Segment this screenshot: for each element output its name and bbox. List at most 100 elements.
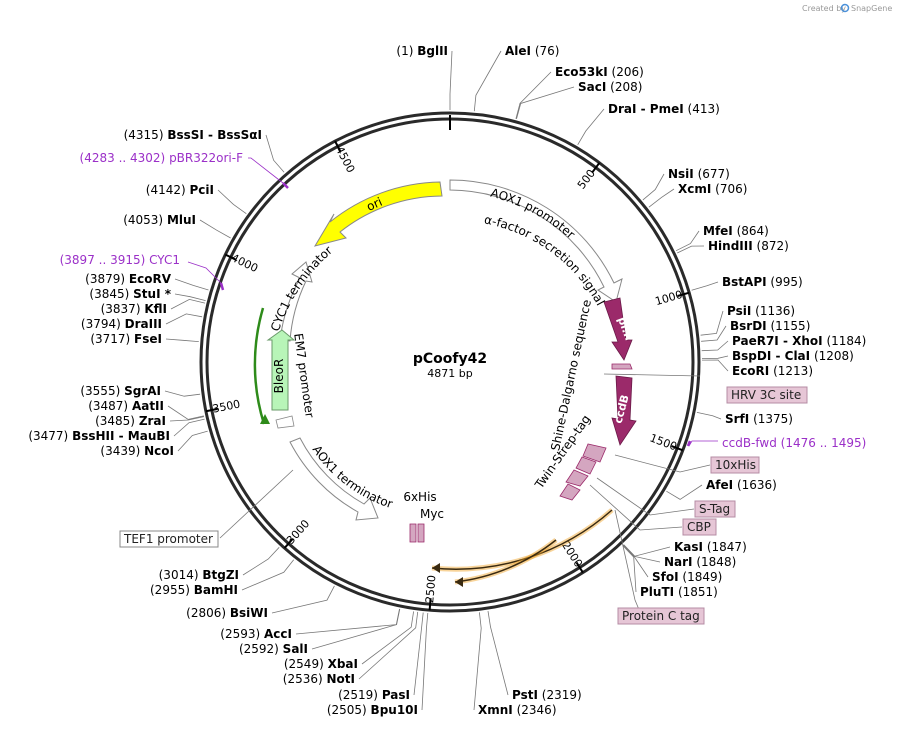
hrv-3c-site-label[interactable]: HRV 3C site (731, 388, 801, 402)
ccdb-arrow[interactable] (611, 375, 637, 446)
restriction-site[interactable]: BstAPI (995) (691, 275, 803, 291)
site-name: StuI * (133, 287, 172, 301)
site-name: BamHI (194, 583, 238, 597)
restriction-site[interactable]: (3487) AatII (88, 399, 204, 420)
restriction-site[interactable]: (1) BglII (396, 44, 453, 110)
site-coord: (1849) (682, 570, 722, 584)
restriction-site[interactable]: HindIII (872) (677, 239, 789, 254)
tick-label: 3000 (284, 517, 312, 547)
site-coord: (2319) (542, 688, 582, 702)
restriction-site[interactable]: SacI (208) (516, 80, 643, 120)
site-name: MfeI (703, 224, 733, 238)
restriction-site[interactable]: KasI (1847) (623, 540, 747, 557)
site-coord: (1155) (770, 319, 810, 333)
tick-label: 1500 (648, 431, 679, 453)
svg-text:(3439) NcoI: (3439) NcoI (100, 444, 174, 458)
svg-text:(3879) EcoRV: (3879) EcoRV (85, 272, 172, 286)
restriction-site[interactable]: (2519) PasI (338, 612, 424, 702)
cyc1-terminator-label[interactable]: CYC1 terminator (268, 243, 335, 333)
restriction-site[interactable]: BsrDI (1155) (701, 319, 810, 342)
bleor-arrow[interactable] (266, 329, 296, 411)
restriction-site[interactable]: (2955) BamHI (150, 559, 295, 597)
feature-arrows (253, 179, 637, 587)
restriction-site[interactable]: (3845) StuI * (89, 287, 206, 301)
restriction-site[interactable]: DraI - PmeI (413) (577, 102, 720, 146)
restriction-site[interactable]: PluTI (1851) (622, 545, 718, 600)
ori-arrow[interactable] (313, 181, 443, 247)
site-name: PstI (512, 688, 538, 702)
restriction-site[interactable]: (2505) Bpu10I (327, 612, 429, 717)
aox1-terminator-arrow[interactable] (289, 437, 379, 521)
site-name: DraIII (125, 317, 162, 331)
restriction-site[interactable]: (2593) AccI (220, 608, 400, 641)
restriction-site[interactable]: XcmI (706) (648, 182, 748, 208)
restriction-site[interactable]: PstI (2319) (487, 611, 582, 702)
restriction-site[interactable]: SrfI (1375) (696, 412, 793, 426)
restriction-site[interactable]: (3879) EcoRV (85, 272, 209, 291)
restriction-site[interactable]: (4315) BssSI - BssSαI (124, 128, 285, 173)
his10-label[interactable]: 10xHis (715, 458, 756, 472)
bleor-label[interactable]: BleoR (272, 359, 286, 394)
restriction-site[interactable]: AleI (76) (473, 44, 559, 112)
site-coord: (3485) (95, 414, 135, 428)
restriction-site[interactable]: PsiI (1136) (700, 304, 795, 336)
restriction-site[interactable]: (3439) NcoI (100, 430, 208, 458)
s-tag-arrow[interactable] (565, 469, 589, 487)
restriction-site[interactable]: AfeI (1636) (666, 478, 777, 500)
restriction-site[interactable]: XmnI (2346) (473, 612, 557, 717)
site-coord: (1848) (696, 555, 736, 569)
cbp-label[interactable]: CBP (687, 520, 711, 534)
myc-marker[interactable] (417, 523, 425, 543)
myc-label[interactable]: Myc (420, 507, 444, 521)
primer-pbr322ori-f-label[interactable]: (4283 .. 4302) pBR322ori-F (80, 151, 244, 165)
tick-mark (283, 538, 294, 549)
svg-text:NarI (1848): NarI (1848) (664, 555, 736, 569)
restriction-site[interactable]: EcoRI (1213) (701, 359, 813, 378)
em7-promoter-label[interactable]: EM7 promoter (291, 332, 317, 418)
restriction-site[interactable]: (2549) XbaI (284, 611, 414, 671)
ori-label[interactable]: ori (364, 195, 384, 214)
restriction-site[interactable]: (3477) BssHII - MauBI (28, 418, 205, 443)
restriction-site[interactable]: BspDI - ClaI (1208) (701, 349, 854, 363)
svg-text:PsiI (1136): PsiI (1136) (727, 304, 795, 318)
restriction-site[interactable]: MfeI (864) (675, 224, 769, 252)
tef1-promoter-label[interactable]: TEF1 promoter (123, 532, 213, 546)
his6-label[interactable]: 6xHis (403, 490, 436, 504)
restriction-site[interactable]: (4053) MluI (123, 213, 231, 239)
his6-marker[interactable] (409, 523, 417, 543)
restriction-site[interactable]: SfoI (1849) (622, 544, 722, 584)
restriction-site[interactable]: (2536) NotI (283, 611, 419, 686)
pr-arrow[interactable] (603, 297, 633, 361)
restriction-site[interactable]: (3794) DraIII (81, 313, 203, 331)
restriction-site[interactable]: (3837) KflI (101, 298, 206, 316)
boxed-feature-labels: HRV 3C site 10xHis S-Tag CBP Protein C t… (119, 373, 808, 625)
twin-strep-tag-arrow[interactable] (582, 443, 607, 463)
restriction-site[interactable]: NarI (1848) (623, 544, 736, 569)
site-coord: (3439) (100, 444, 140, 458)
cbp-arrow[interactable] (559, 483, 581, 501)
tick-mark (334, 140, 342, 153)
primer-cyc1-label[interactable]: (3897 .. 3915) CYC1 (60, 253, 180, 267)
restriction-site[interactable]: (3555) SgrAI (80, 384, 201, 398)
svg-text:XmnI (2346): XmnI (2346) (478, 703, 557, 717)
site-name: NotI (327, 672, 356, 686)
restriction-site[interactable]: (2806) BsiWI (186, 585, 335, 620)
svg-text:(3717) FseI: (3717) FseI (90, 332, 162, 346)
primer-ccdb-fwd-label[interactable]: ccdB-fwd (1476 .. 1495) (722, 436, 866, 450)
site-coord: (872) (757, 239, 789, 253)
restriction-site[interactable]: PaeR7I - XhoI (1184) (701, 334, 867, 352)
svg-text:XcmI (706): XcmI (706) (678, 182, 747, 196)
s-tag-label[interactable]: S-Tag (699, 502, 730, 516)
restriction-site[interactable]: (4142) PciI (146, 183, 247, 215)
cyc1-terminator-arrow[interactable] (279, 261, 313, 342)
site-coord: (2549) (284, 657, 324, 671)
his10-arrow[interactable] (575, 456, 597, 475)
restriction-site[interactable]: Eco53kI (206) (515, 65, 644, 119)
restriction-site[interactable]: (3485) ZraI (95, 414, 205, 428)
site-name: FseI (134, 332, 162, 346)
restriction-site[interactable]: NsiI (677) (642, 167, 730, 201)
restriction-site[interactable]: (3717) FseI (90, 332, 199, 346)
protein-c-tag-label[interactable]: Protein C tag (622, 609, 700, 623)
svg-text:SacI (208): SacI (208) (578, 80, 642, 94)
restriction-site[interactable]: (3014) BtgZI (159, 547, 280, 582)
